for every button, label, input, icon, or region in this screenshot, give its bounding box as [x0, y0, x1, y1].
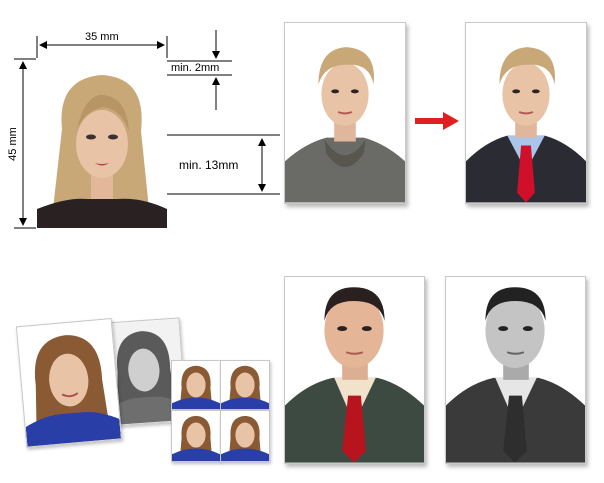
collage-photo-color	[15, 318, 123, 448]
collage-thumb-3	[171, 410, 221, 462]
collage-thumb-1	[171, 360, 221, 410]
collage-thumb-2	[220, 360, 270, 410]
color-photo-suit	[284, 276, 425, 464]
sample-photo-woman	[37, 59, 167, 228]
grayscale-photo-suit	[445, 276, 586, 464]
dimension-guide: 35 mm 45 mm min. 2mm min. 13mm	[0, 0, 285, 240]
height-label: 45 mm	[7, 127, 19, 161]
arrow-right-icon	[415, 112, 459, 130]
collage-thumb-4	[220, 410, 270, 462]
width-label: 35 mm	[85, 31, 119, 43]
after-photo-suit	[465, 22, 587, 204]
top-margin-label: min. 2mm	[171, 62, 220, 74]
collage-photo-grayscale	[101, 317, 187, 427]
head-height-label: min. 13mm	[179, 158, 239, 172]
print-collage	[15, 310, 270, 470]
before-photo-sweater	[284, 22, 406, 204]
